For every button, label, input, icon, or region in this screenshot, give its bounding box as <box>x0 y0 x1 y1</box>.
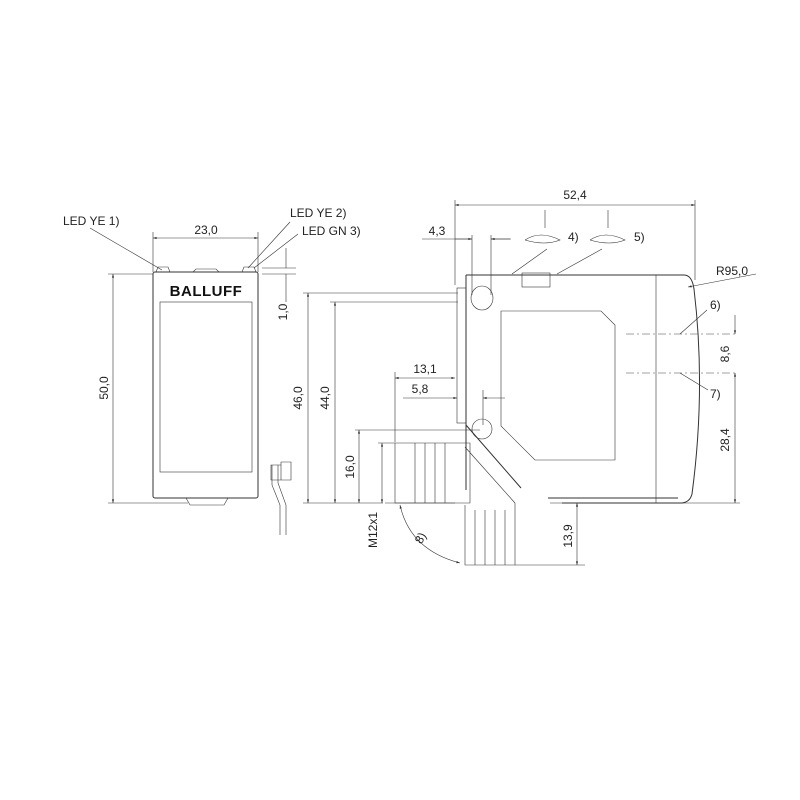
front-view: BALLUFF 23,0 50,0 1,0 LED YE 1) LED YE 2… <box>63 206 361 535</box>
dim-connector-depth: 13,1 <box>413 362 437 376</box>
dim-hole-offset: 4,3 <box>429 224 446 238</box>
dim-thread: M12x1 <box>366 512 380 548</box>
callout-led-ye-2: LED YE 2) <box>290 206 346 220</box>
dim-length: 52,4 <box>563 188 587 202</box>
callout-led-ye-1: LED YE 1) <box>63 214 119 228</box>
callout-7: 7) <box>710 387 721 401</box>
dim-beam-height: 28,4 <box>718 428 732 452</box>
dim-led-offset: 1,0 <box>276 303 290 320</box>
callout-5: 5) <box>634 230 645 244</box>
dim-connector-down: 13,9 <box>561 524 575 548</box>
side-view: 52,4 4,3 4) 5) R95,0 6) 7) 8,6 28,4 46,0… <box>291 188 757 566</box>
callout-8: 8) <box>412 530 429 546</box>
dim-hole-depth: 5,8 <box>412 382 429 396</box>
dim-connector-height: 16,0 <box>343 455 357 479</box>
dim-width-front: 23,0 <box>194 223 218 237</box>
dim-height-46: 46,0 <box>291 386 305 410</box>
dim-height-front: 50,0 <box>97 376 111 400</box>
callout-led-gn-3: LED GN 3) <box>302 224 361 238</box>
callout-6: 6) <box>710 298 721 312</box>
dim-beam-spacing: 8,6 <box>718 345 732 362</box>
dim-height-44: 44,0 <box>318 386 332 410</box>
dim-radius: R95,0 <box>716 264 748 278</box>
callout-4: 4) <box>568 230 579 244</box>
brand-logo: BALLUFF <box>170 283 243 300</box>
